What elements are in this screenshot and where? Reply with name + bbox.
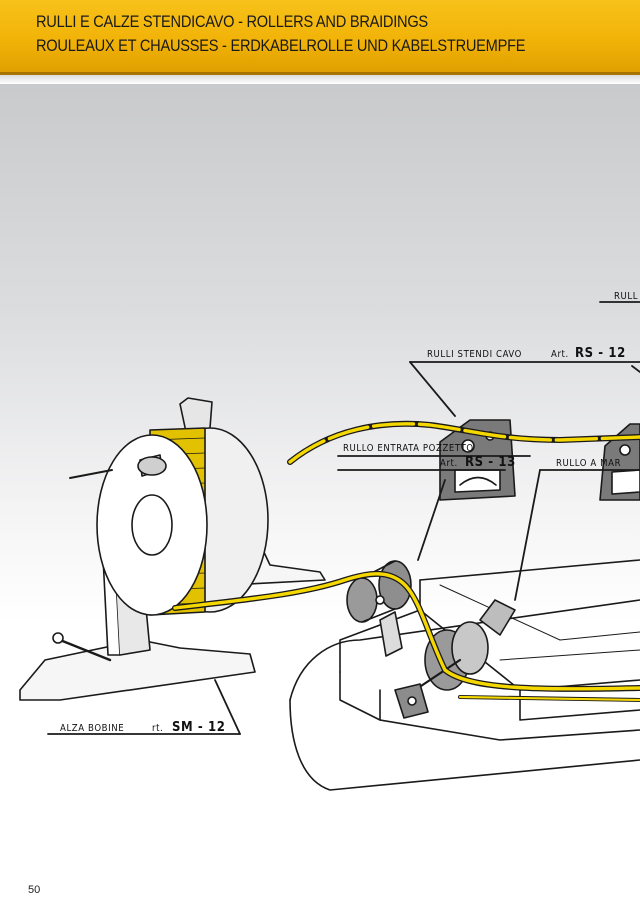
roller-rs13 (346, 560, 412, 657)
label-rs13-name: RULLO ENTRATA POZZETTO (343, 443, 474, 454)
label-rs12-name: RULLI STENDI CAVO (427, 349, 522, 360)
label-rs13-art: Art. (440, 458, 458, 469)
header-title-line-2: ROULEAUX ET CHAUSSES - ERDKABELROLLE UND… (36, 36, 526, 55)
label-sm12-name: ALZA BOBINE (60, 723, 124, 734)
cable-laying-illustration: RULL RULLI STENDI CAVO Art. RS - 12 RULL… (19, 291, 640, 791)
header-title-line-1: RULLI E CALZE STENDICAVO - ROLLERS AND B… (36, 12, 428, 31)
cable-path (172, 420, 640, 702)
label-rs13-code: RS - 13 (465, 455, 516, 470)
label-sm12-code: SM - 12 (172, 720, 226, 735)
cable-reel (69, 427, 269, 616)
header-shadow (0, 72, 640, 84)
page-header-band: RULLI E CALZE STENDICAVO - ROLLERS AND B… (0, 0, 640, 84)
roller-rs12-left (439, 419, 516, 501)
label-rulli-top: RULL (614, 291, 638, 302)
label-rs12-art: Art. (551, 349, 569, 360)
label-rullo-a: RULLO A MAR (556, 458, 621, 469)
page-number: 50 (28, 884, 41, 896)
label-rs12-code: RS - 12 (575, 346, 626, 361)
leader-lines (47, 301, 640, 735)
illustration-panel: RULL RULLI STENDI CAVO Art. RS - 12 RULL… (0, 84, 640, 854)
roller-trench (394, 599, 516, 719)
roller-rs12-right (599, 423, 640, 501)
label-sm12-art: rt. (152, 723, 163, 734)
